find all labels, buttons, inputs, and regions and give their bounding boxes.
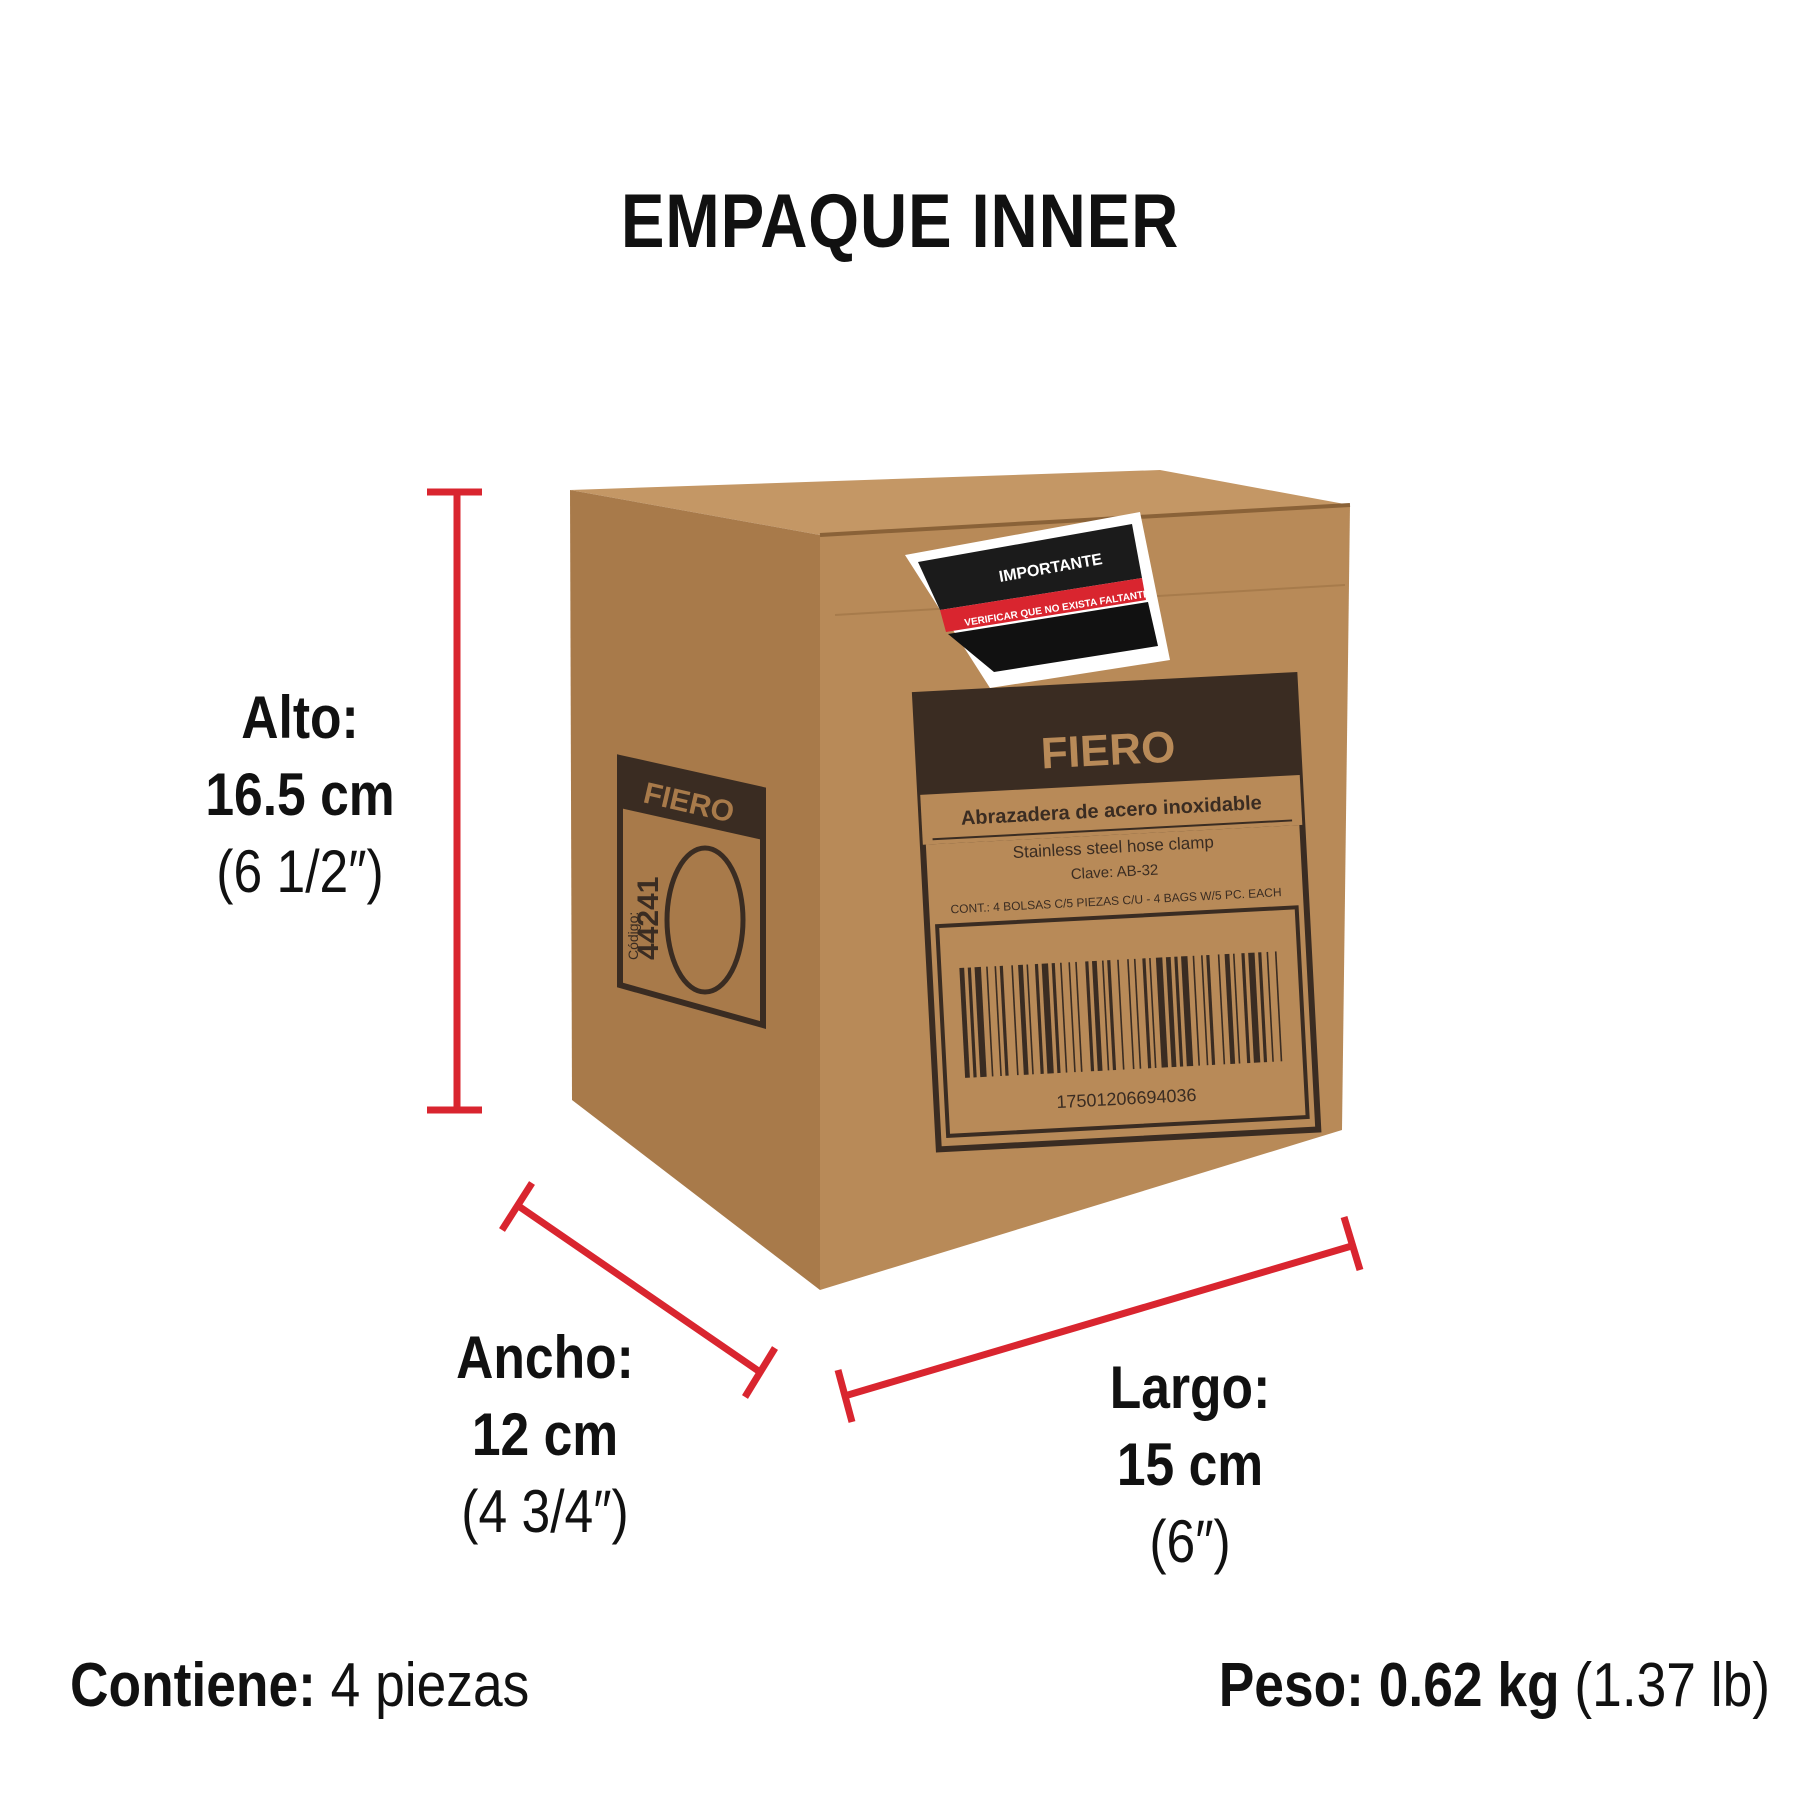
barcode-bar (1041, 963, 1054, 1074)
weight-imperial: (1.37 lb) (1574, 1651, 1770, 1720)
barcode-bar (1142, 958, 1152, 1069)
ancho-metric: 12 cm (471, 1400, 619, 1468)
largo-imperial: (6″) (1149, 1507, 1231, 1575)
barcode-bar (999, 965, 1009, 1076)
barcode-bar (1165, 956, 1177, 1068)
barcode-bar (1075, 961, 1083, 1072)
box-top (570, 470, 1350, 535)
ancho-dimension-line (499, 1181, 778, 1399)
barcode-bar (1011, 965, 1019, 1076)
barcode-bar (1018, 964, 1029, 1075)
ancho-label: Ancho: (456, 1324, 634, 1391)
alto-imperial: (6 1/2″) (216, 837, 384, 905)
barcode-bar (1034, 963, 1044, 1074)
barcode-bar (1133, 958, 1142, 1069)
barcode-bar (1206, 954, 1216, 1065)
barcode-bar (1068, 962, 1076, 1073)
barcode-bar (967, 967, 977, 1078)
barcode-bar (994, 966, 1002, 1077)
ancho-imperial: (4 3/4″) (461, 1477, 629, 1545)
flap-seam (819, 503, 1351, 537)
page-title: EMPAQUE INNER (620, 179, 1180, 264)
warning-sticker: IMPORTANTE VERIFICAR QUE NO EXISTA FALTA… (905, 512, 1170, 688)
barcode-bar (1266, 951, 1274, 1062)
barcode-bar (1181, 956, 1194, 1067)
barcode-bar (1232, 953, 1241, 1064)
barcode-bar (1085, 961, 1095, 1072)
barcode-bar (1248, 952, 1261, 1063)
alto-dimension-line (427, 488, 482, 1114)
barcode-bar (1201, 955, 1209, 1066)
barcode-bar (1224, 953, 1236, 1065)
barcode-bar (1117, 959, 1125, 1070)
largo-dimension-line (834, 1215, 1364, 1423)
product-clave: Clave: AB-32 (1070, 862, 1158, 884)
hose-clamp-icon (664, 845, 746, 995)
barcode-bar (1051, 963, 1061, 1074)
barcode-bar (1127, 959, 1135, 1070)
largo-dimension: Largo: 15 cm (6″) (1061, 1350, 1319, 1580)
contents-info: Contiene: 4 piezas (70, 1650, 529, 1721)
barcode-bar (1274, 951, 1283, 1062)
barcode-bar (986, 966, 994, 1077)
largo-label: Largo: (1109, 1354, 1271, 1421)
weight-label: Peso: (1218, 1651, 1364, 1720)
barcode-bar (1155, 957, 1169, 1068)
barcode-bar (1174, 956, 1184, 1067)
barcode-bar (1101, 960, 1110, 1071)
contents-label: Contiene: (70, 1651, 316, 1720)
barcode-bar (1217, 954, 1226, 1065)
barcode-bar (1060, 962, 1068, 1073)
alto-metric: 16.5 cm (205, 760, 395, 828)
barcode-bar (959, 967, 970, 1078)
alto-dimension: Alto: 16.5 cm (6 1/2″) (171, 680, 429, 910)
weight-info: Peso: 0.62 kg (1.37 lb) (1219, 1650, 1770, 1721)
barcode (959, 951, 1283, 1078)
barcode-bar (1091, 960, 1103, 1071)
side-label: FIERO Código: 44241 (617, 754, 766, 1029)
barcode-bar (1107, 960, 1117, 1071)
largo-metric: 15 cm (1116, 1430, 1264, 1498)
barcode-bar (1258, 952, 1268, 1063)
alto-label: Alto: (241, 684, 359, 751)
barcode-bar (1192, 955, 1200, 1066)
barcode-bar (1241, 953, 1251, 1064)
weight-value: 0.62 kg (1378, 1651, 1560, 1720)
brand-logo: FIERO (1040, 722, 1177, 778)
barcode-bar (1026, 964, 1034, 1075)
contents-value: 4 piezas (330, 1651, 530, 1720)
barcode-bar (1149, 958, 1157, 1068)
barcode-bar (974, 966, 987, 1078)
box-side-face (570, 490, 820, 1290)
side-code-label: Código: (625, 912, 641, 960)
side-code: 44241 (632, 877, 665, 960)
ancho-dimension: Ancho: 12 cm (4 3/4″) (416, 1320, 674, 1550)
